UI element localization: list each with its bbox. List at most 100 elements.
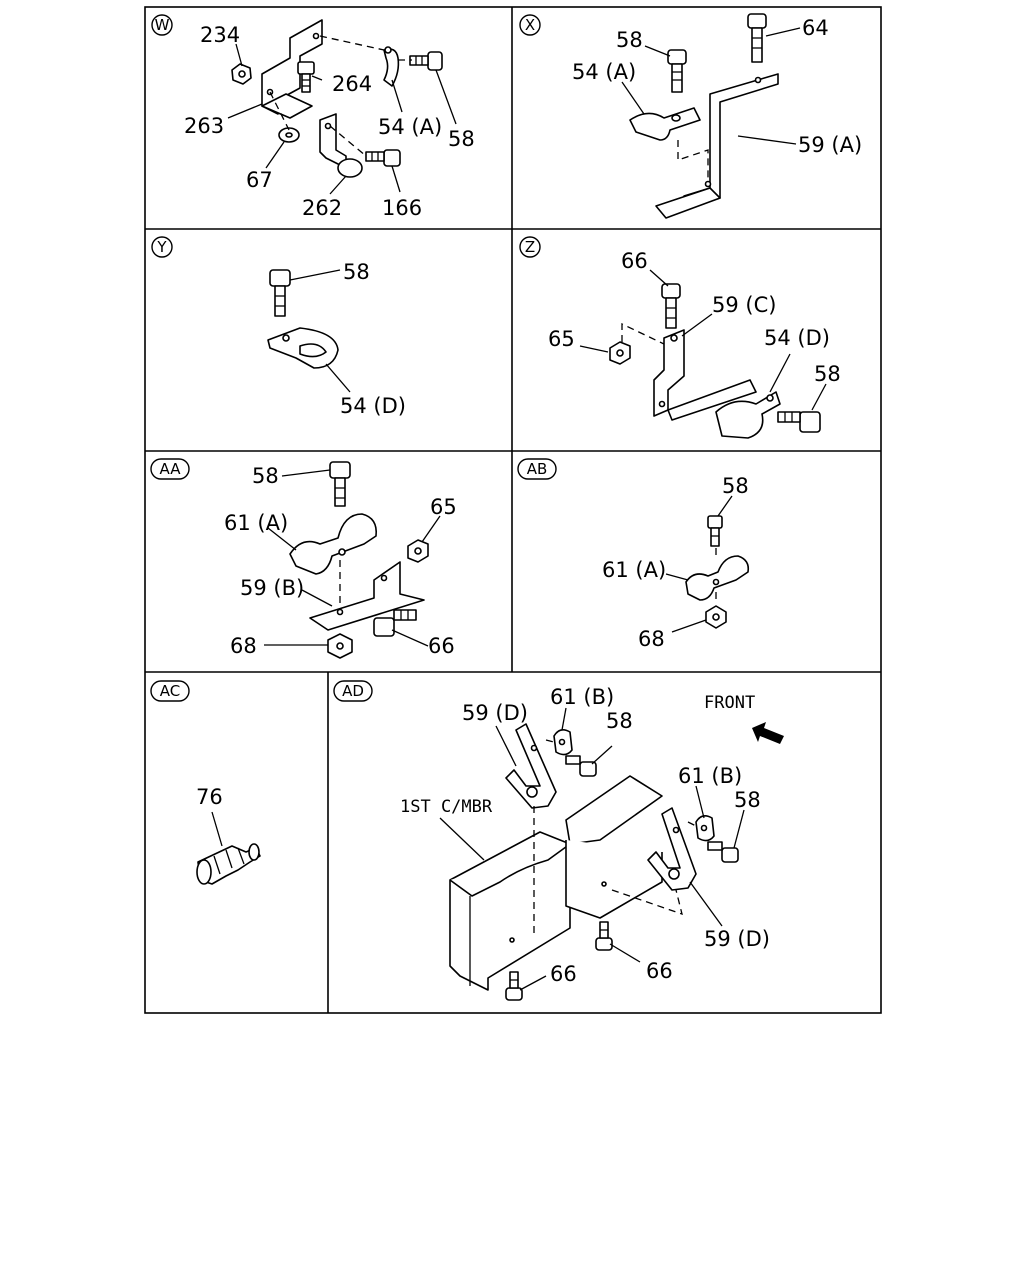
callout-label: 65 xyxy=(548,327,575,351)
callout-label: 66 xyxy=(621,249,648,273)
callout-label: 263 xyxy=(184,114,224,138)
panel-badge-x: X xyxy=(519,14,541,36)
callout-label: 61 (B) xyxy=(678,764,742,788)
callout-label: 54 (D) xyxy=(340,394,406,418)
bolt-66 xyxy=(661,283,681,329)
bolt-264 xyxy=(297,61,315,93)
crossmember-label: 1ST C/MBR xyxy=(400,797,493,817)
bolt-58 xyxy=(777,411,821,433)
panel-aa: AA xyxy=(150,458,457,659)
grid-frame xyxy=(144,6,882,1014)
panel-badge-ac: AC xyxy=(150,680,190,702)
bolt-58 xyxy=(667,49,687,93)
panel-badge-aa: AA xyxy=(150,458,190,480)
callout-label: 61 (A) xyxy=(224,511,288,535)
clip-54a xyxy=(629,107,701,141)
bolt-66 xyxy=(505,971,523,1001)
callout-label: 61 (B) xyxy=(550,685,614,709)
callout-label: 54 (A) xyxy=(572,60,636,84)
callout-label: 58 xyxy=(343,260,370,284)
clip-54d xyxy=(267,327,339,369)
connector-76 xyxy=(196,843,261,885)
bolt-58 xyxy=(565,755,597,777)
bolt-64 xyxy=(747,13,767,63)
nut-65 xyxy=(609,341,631,365)
callout-label: 58 xyxy=(252,464,279,488)
panel-ac: AC 76 xyxy=(150,680,261,885)
svg-text:Z: Z xyxy=(525,238,535,256)
callout-label: 59 (D) xyxy=(462,701,528,725)
bracket-59a xyxy=(655,73,779,219)
panel-ab: AB 58 61 (A) 68 xyxy=(517,458,750,651)
clamp-61b xyxy=(553,728,573,756)
callout-label: 66 xyxy=(428,634,455,658)
callout-label: 68 xyxy=(230,634,257,658)
callout-label: 59 (C) xyxy=(712,293,776,317)
svg-text:W: W xyxy=(155,16,170,34)
bolt-58 xyxy=(329,461,351,507)
bolt-58 xyxy=(707,515,723,547)
bolt-58 xyxy=(409,51,443,71)
washer-67 xyxy=(278,127,300,143)
panel-badge-w: W xyxy=(151,14,173,36)
clip-54a xyxy=(383,46,400,87)
callout-label: 58 xyxy=(734,788,761,812)
svg-text:AC: AC xyxy=(160,682,180,700)
bracket-59d xyxy=(647,807,697,891)
clamp-61a xyxy=(685,555,750,601)
panel-badge-ad: AD xyxy=(333,680,373,702)
callout-label: 54 (A) xyxy=(378,115,442,139)
panel-ad: AD xyxy=(333,680,784,1001)
bracket-59d xyxy=(505,723,557,809)
callout-label: 66 xyxy=(550,962,577,986)
callout-label: 58 xyxy=(606,709,633,733)
callout-label: 262 xyxy=(302,196,342,220)
callout-label: 264 xyxy=(332,72,372,96)
callout-label: 166 xyxy=(382,196,422,220)
panel-badge-y: Y xyxy=(151,236,173,258)
callout-label: 65 xyxy=(430,495,457,519)
callout-label: 67 xyxy=(246,168,273,192)
callout-label: 59 (D) xyxy=(704,927,770,951)
callout-label: 68 xyxy=(638,627,665,651)
callout-label: 61 (A) xyxy=(602,558,666,582)
svg-text:AD: AD xyxy=(342,682,364,700)
bracket-59b xyxy=(309,561,425,631)
callout-label: 59 (A) xyxy=(798,133,862,157)
bolt-66 xyxy=(595,921,613,951)
callout-label: 58 xyxy=(722,474,749,498)
callout-label: 58 xyxy=(814,362,841,386)
panel-badge-ab: AB xyxy=(517,458,557,480)
bolt-58 xyxy=(269,269,291,317)
callout-label: 59 (B) xyxy=(240,576,304,600)
callout-label: 66 xyxy=(646,959,673,983)
bolt-58 xyxy=(707,841,739,863)
panel-z: Z xyxy=(519,236,841,439)
callout-label: 58 xyxy=(616,28,643,52)
svg-text:AB: AB xyxy=(527,460,548,478)
bracket-59c xyxy=(653,329,757,421)
panel-badge-z: Z xyxy=(519,236,541,258)
nut-234 xyxy=(231,63,252,85)
svg-text:Y: Y xyxy=(156,238,167,256)
svg-text:X: X xyxy=(525,16,535,34)
front-arrow-icon xyxy=(752,722,784,744)
clamp-61b xyxy=(695,814,715,842)
panel-y: Y 58 54 (D) xyxy=(151,236,406,418)
callout-label: 64 xyxy=(802,16,829,40)
callout-label: 234 xyxy=(200,23,240,47)
panel-x: X 58 xyxy=(519,13,862,219)
panel-w: W xyxy=(151,14,475,220)
front-label: FRONT xyxy=(704,693,755,713)
svg-text:AA: AA xyxy=(160,460,182,478)
nut-68 xyxy=(705,605,727,629)
nut-65 xyxy=(407,539,429,563)
nut-68 xyxy=(327,633,353,659)
callout-label: 76 xyxy=(196,785,223,809)
callout-label: 54 (D) xyxy=(764,326,830,350)
bolt-166 xyxy=(365,149,401,167)
crossmember xyxy=(449,775,663,991)
clamp-262 xyxy=(319,113,363,178)
clamp-61a xyxy=(289,513,378,575)
